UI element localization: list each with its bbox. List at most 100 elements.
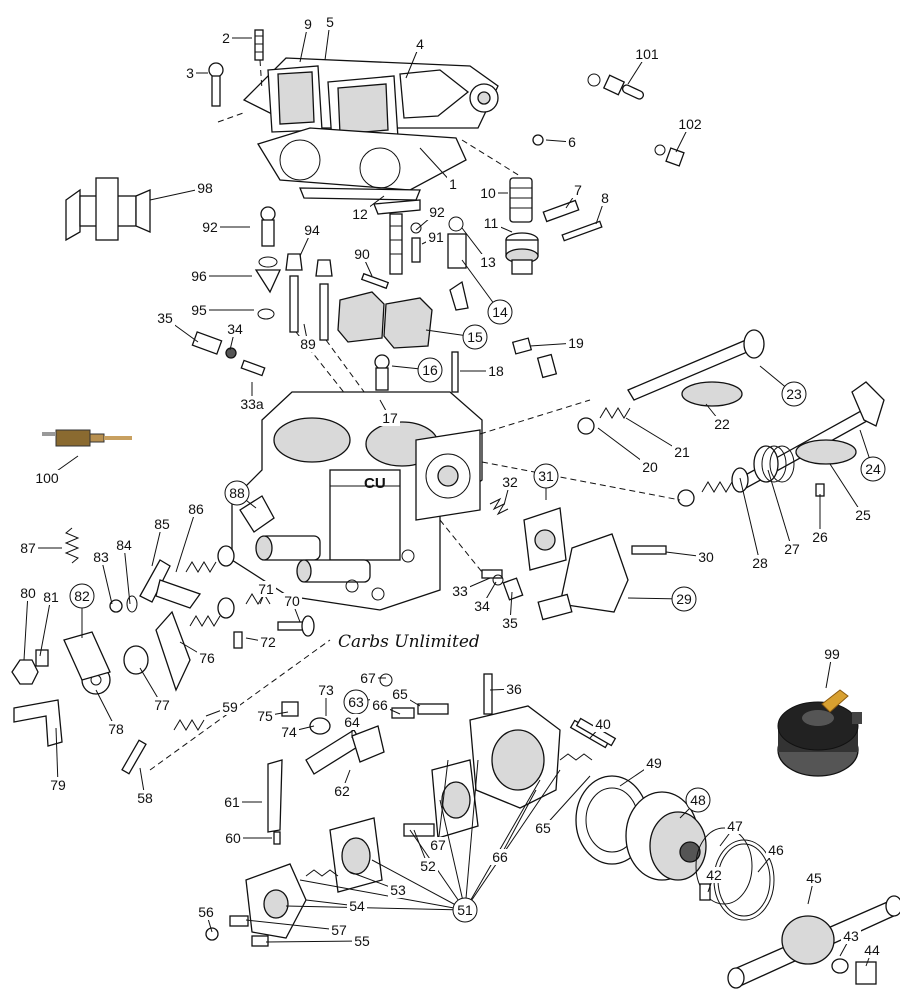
- callout-bg-66: [370, 697, 390, 713]
- callout-text-33: 33: [452, 583, 468, 599]
- leader-line-57: [245, 919, 340, 931]
- callout-14: 14: [461, 259, 513, 325]
- leader-line-81: [39, 596, 52, 657]
- callout-text-64: 64: [344, 714, 360, 730]
- callout-text-65: 65: [392, 686, 408, 702]
- callout-bg-22: [712, 416, 732, 432]
- leader-line-51-6: [464, 779, 541, 911]
- callout-text-7: 7: [574, 182, 582, 198]
- callout-text-25: 25: [855, 507, 871, 523]
- callout-34: 34: [225, 321, 245, 351]
- callout-text-83: 83: [93, 549, 109, 565]
- lever-86: [155, 579, 202, 609]
- callout-text-57: 57: [331, 922, 347, 938]
- callout-text-90: 90: [354, 246, 370, 262]
- callout-text-16: 16: [422, 362, 438, 378]
- callout-79: 79: [48, 727, 68, 793]
- callout-bg-35b: [500, 615, 520, 631]
- callout-82: 82: [69, 583, 95, 638]
- callout-text-89: 89: [300, 336, 316, 352]
- callout-bg-1: [447, 176, 459, 192]
- callout-bg-98: [195, 180, 215, 196]
- callout-text-80: 80: [20, 585, 36, 601]
- plug-11: [505, 232, 539, 275]
- callout-circle-24: [860, 456, 886, 482]
- callout-bg-34b: [472, 598, 492, 614]
- part-19: [511, 337, 558, 379]
- callout-bg-34: [225, 321, 245, 337]
- callout-text-96: 96: [191, 268, 207, 284]
- parts-43-44: [831, 958, 877, 985]
- callout-16: 16: [391, 357, 443, 383]
- callout-bg-3: [184, 65, 196, 81]
- callout-text-95: 95: [191, 302, 207, 318]
- callout-23: 23: [759, 365, 807, 407]
- callout-text-87: 87: [20, 540, 36, 556]
- callout-text-18: 18: [488, 363, 504, 379]
- callout-22: 22: [705, 403, 732, 432]
- callout-bg-49: [644, 755, 664, 771]
- callout-bg-65b: [533, 820, 553, 836]
- callout-text-6: 6: [568, 134, 576, 150]
- leader-line-51-7: [464, 769, 561, 911]
- part-7: [542, 199, 580, 223]
- callout-text-61: 61: [224, 794, 240, 810]
- leader-line-51-1: [464, 759, 479, 911]
- callout-87: 87: [18, 540, 62, 556]
- callout-text-32: 32: [502, 474, 518, 490]
- callout-bg-43: [841, 928, 861, 944]
- callout-bg-35: [155, 310, 175, 326]
- callout-text-102: 102: [678, 116, 702, 132]
- callout-bg-53: [388, 882, 408, 898]
- callout-text-9: 9: [304, 16, 312, 32]
- callout-bg-67: [358, 670, 378, 686]
- lever-29: [537, 533, 629, 621]
- callout-2: 2: [220, 30, 252, 46]
- callout-63: 63: [343, 689, 381, 715]
- callout-73: 73: [316, 682, 336, 716]
- screw-3: [208, 62, 224, 107]
- callout-text-77: 77: [154, 697, 170, 713]
- callout-bg-2: [220, 30, 232, 46]
- callout-33a: 33a: [238, 382, 266, 412]
- callout-bg-7: [572, 182, 584, 198]
- watermark: Carbs Unlimited: [338, 632, 480, 652]
- part-12: [373, 199, 421, 275]
- callout-bg-44: [862, 942, 882, 958]
- spring-59: [173, 719, 205, 731]
- part-35: [191, 331, 223, 355]
- callout-81: 81: [39, 589, 61, 657]
- callout-text-60: 60: [225, 830, 241, 846]
- housing-48: [625, 791, 707, 881]
- callout-20: 20: [597, 427, 660, 475]
- callout-49: 49: [619, 755, 664, 787]
- callout-70: 70: [282, 593, 302, 623]
- callout-bg-71: [256, 581, 276, 597]
- callout-bg-4: [414, 36, 426, 52]
- callout-text-29: 29: [676, 591, 692, 607]
- callout-text-26: 26: [812, 529, 828, 545]
- spring-87: [64, 527, 80, 564]
- callout-bg-72: [258, 634, 278, 650]
- callout-bg-95: [189, 302, 209, 318]
- callout-text-10: 10: [480, 185, 496, 201]
- callout-text-22: 22: [714, 416, 730, 432]
- part-16: [374, 354, 390, 391]
- callout-92: 92: [415, 204, 447, 231]
- body-mark: CU: [364, 475, 386, 492]
- callout-text-85: 85: [154, 516, 170, 532]
- callout-bg-94: [302, 222, 322, 238]
- callout-text-35: 35: [157, 310, 173, 326]
- part-8: [561, 220, 603, 242]
- callout-bg-52: [418, 858, 438, 874]
- callout-bg-8: [599, 190, 611, 206]
- callout-bg-13: [478, 254, 498, 270]
- callout-44: 44: [862, 942, 882, 967]
- callout-text-20: 20: [642, 459, 658, 475]
- callout-101: 101: [627, 46, 661, 85]
- screw-42: [699, 883, 711, 901]
- filter-10: [509, 177, 533, 223]
- callout-text-67: 67: [360, 670, 376, 686]
- parts-83-84: [109, 595, 138, 613]
- callout-56: 56: [196, 904, 216, 933]
